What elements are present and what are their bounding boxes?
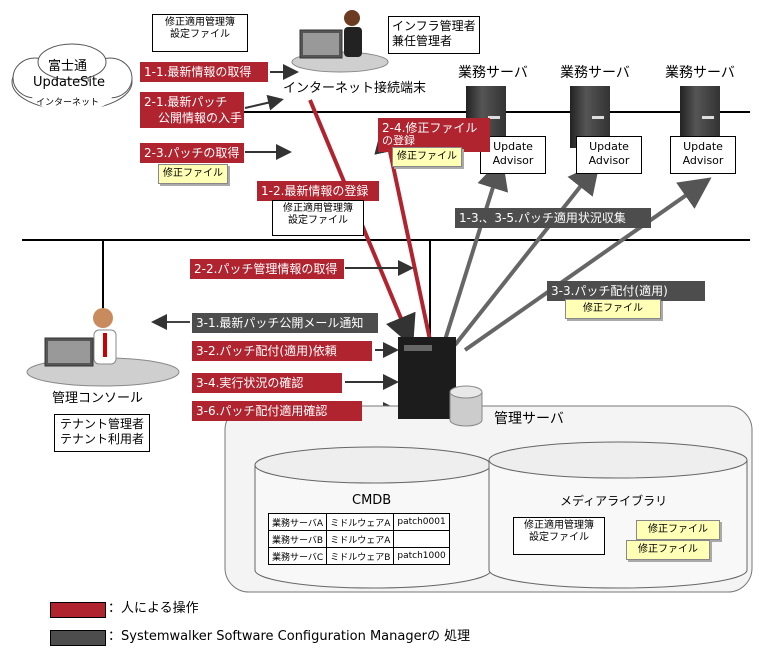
legend-system-label: ：Systemwalker Software Configuration Man… (108, 629, 471, 644)
step-2-4: 2-4.修正ファイルの登録 (378, 118, 490, 152)
business-server-label-2: 業務サーバ (560, 65, 630, 81)
step-1-1: 1-1.最新情報の取得 (140, 62, 268, 82)
patch-file-note-3-3: 修正ファイル (565, 299, 661, 319)
step-1-3-3-5: 1-3.、3-5.パッチ適用状況収集 (455, 208, 651, 228)
arrow-collect-1 (443, 157, 509, 341)
mgmt-server-label: 管理サーバ (494, 411, 564, 427)
patch-info-note-media: 修正適用管理簿設定ファイル (513, 517, 605, 555)
patch-info-note-mid: 修正適用管理簿設定ファイル (272, 200, 364, 236)
patch-info-note-top: 修正適用管理簿設定ファイル (152, 14, 248, 52)
step-3-6: 3-6.パッチ配付適用確認 (192, 401, 362, 421)
tenant-label: テナント管理者テナント利用者 (54, 414, 150, 452)
internet-cloud (11, 43, 133, 112)
business-server-label-1: 業務サーバ (458, 65, 528, 81)
step-3-1: 3-1.最新パッチ公開メール通知 (192, 313, 378, 333)
media-library-title: メディアライブラリ (560, 494, 668, 508)
internet-label: インターネット (36, 98, 100, 108)
patch-file-note-media-2: 修正ファイル (626, 540, 710, 560)
legend-swatch-system (50, 630, 106, 646)
arrow-collect-3 (463, 177, 712, 352)
media-cylinder-top (488, 441, 748, 479)
infra-admin-label: インフラ管理者兼任管理者 (388, 16, 480, 54)
step-3-3: 3-3.パッチ配付(適用) (547, 281, 705, 301)
step-2-3: 2-3.パッチの取得 (140, 143, 244, 163)
fujitsu-label: 富士通 (48, 59, 88, 74)
business-server-label-3: 業務サーバ (665, 65, 735, 81)
step-3-2: 3-2.パッチ配付(適用)依頼 (192, 341, 372, 361)
step-2-2: 2-2.パッチ管理情報の取得 (190, 259, 344, 279)
legend-swatch-human (50, 602, 106, 618)
arrow-collect-2 (453, 161, 600, 347)
step-2-1: 2-1.最新パッチ公開情報の入手 (140, 92, 244, 128)
step-1-2: 1-2.最新情報の登録 (257, 181, 379, 201)
console-label: 管理コンソール (52, 391, 144, 406)
cmdb-cylinder-top (254, 446, 492, 484)
patch-file-note-2-4: 修正ファイル (392, 147, 462, 167)
patch-file-note-2-3: 修正ファイル (158, 164, 228, 184)
cmdb-title: CMDB (352, 493, 392, 508)
internet-terminal-label: インターネット接続端末 (283, 81, 427, 96)
patch-file-note-media-1: 修正ファイル (636, 520, 720, 540)
updatesite-label: UpdateSite (33, 75, 106, 90)
legend-human-label: ：人による操作 (108, 601, 199, 616)
step-3-4: 3-4.実行状況の確認 (192, 373, 342, 393)
